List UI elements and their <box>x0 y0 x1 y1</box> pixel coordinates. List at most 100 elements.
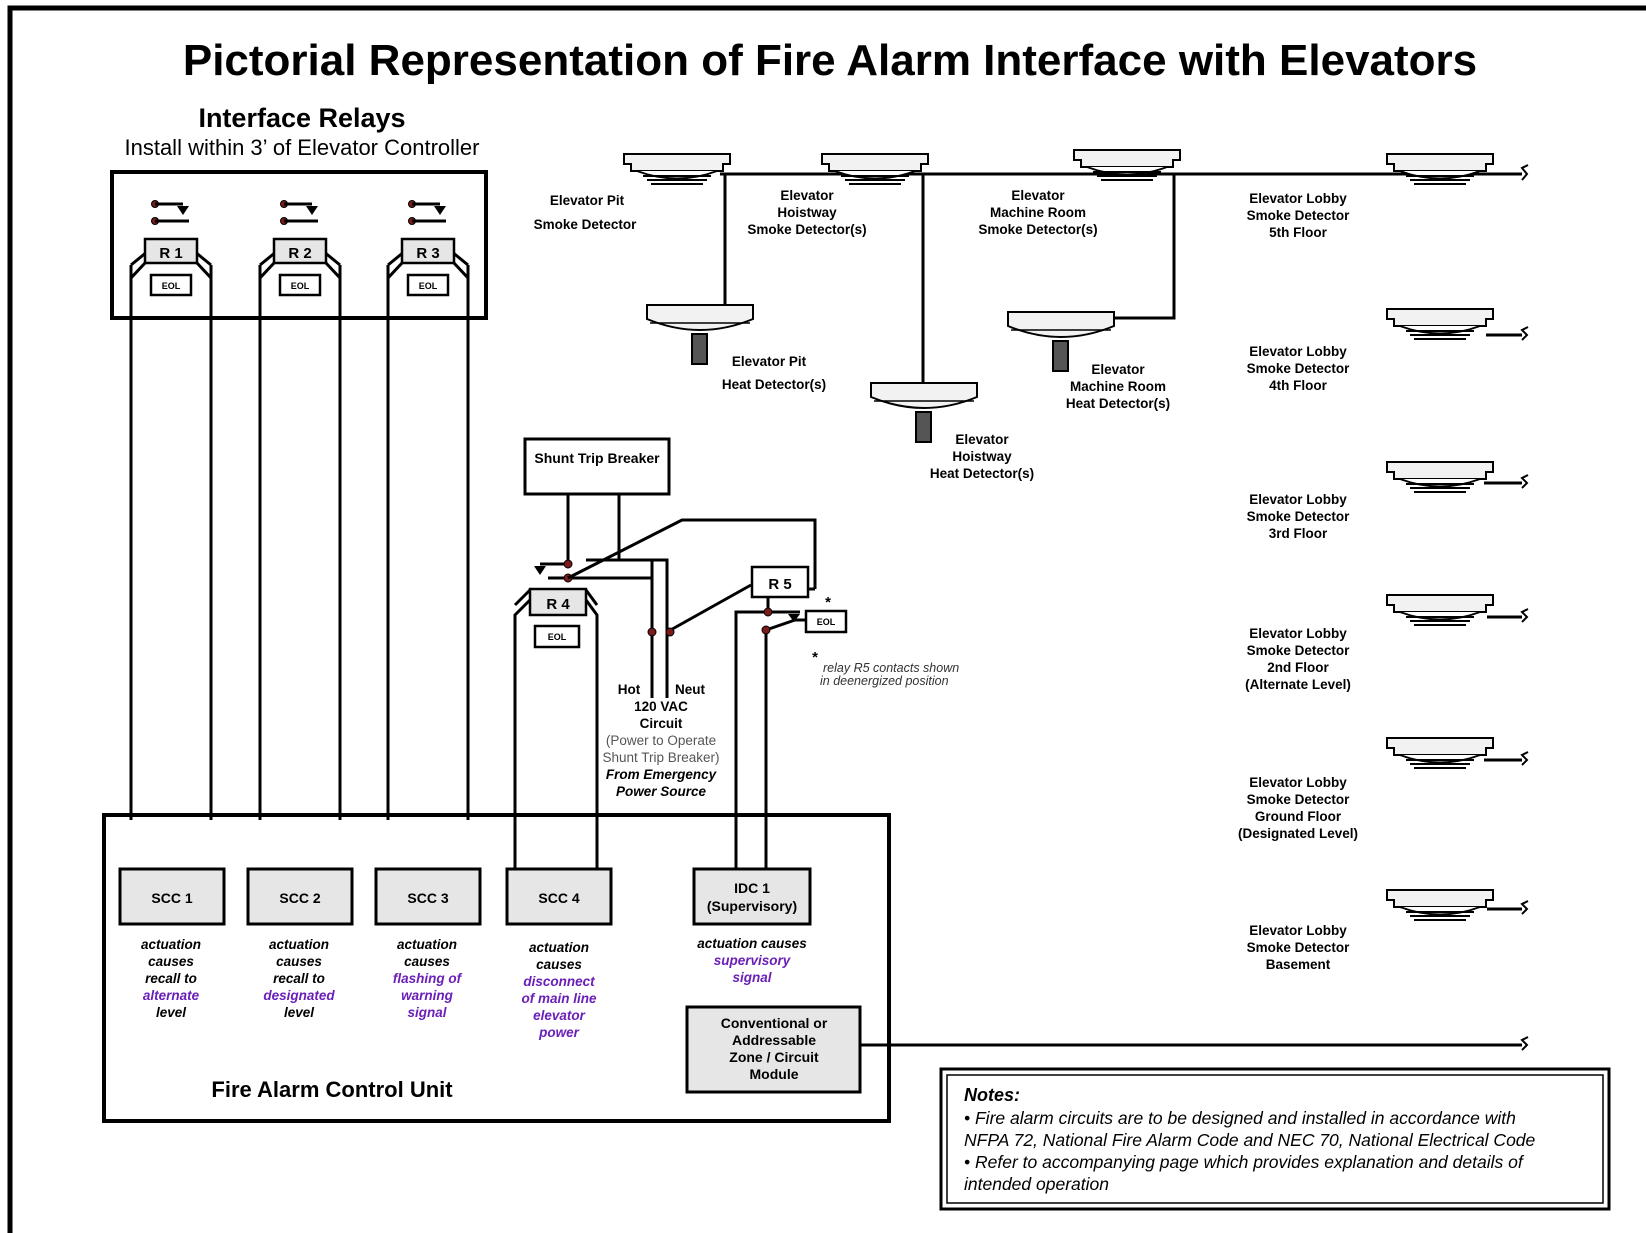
label-line: Elevator Lobby <box>1249 626 1347 641</box>
eol-label: EOL <box>291 281 310 291</box>
scc1-circuit: SCC 1 <box>118 867 226 926</box>
lobby-ground-label: Elevator Lobby Smoke Detector Ground Flo… <box>1238 775 1358 841</box>
label-line: Elevator Lobby <box>1249 191 1347 206</box>
caption-line: disconnect <box>523 974 595 989</box>
power-circuit-wiring <box>586 558 752 634</box>
r5-contact <box>761 625 771 635</box>
r5-label: R 5 <box>768 576 791 593</box>
power-line: Circuit <box>640 716 683 731</box>
label-line: Smoke Detector <box>1247 361 1351 376</box>
caption-line: elevator <box>533 1008 586 1023</box>
label-line: Smoke Detector(s) <box>978 222 1097 237</box>
scc2-circuit: SCC 2 <box>246 867 354 926</box>
caption-line: of main line <box>521 991 597 1006</box>
notes-heading: Notes: <box>964 1085 1020 1105</box>
relay-label: R 1 <box>159 245 182 262</box>
relay-contact <box>434 206 446 215</box>
eol-box <box>149 273 193 297</box>
facu-label: Fire Alarm Control Unit <box>211 1077 453 1102</box>
r5-note-line: in deenergized position <box>820 674 949 688</box>
relay-box <box>400 237 456 265</box>
eol-box <box>278 273 322 297</box>
r4-wire <box>513 588 599 870</box>
caption-line: designated <box>263 988 335 1003</box>
label-line: Smoke Detector <box>1247 643 1351 658</box>
notes-inner <box>946 1074 1604 1204</box>
label-line: Machine Room <box>990 205 1086 220</box>
power-hot: Hot <box>618 682 641 697</box>
smoke-detector-dome <box>1399 325 1481 335</box>
machine-smoke-label: Elevator Machine Room Smoke Detector(s) <box>978 188 1097 237</box>
smoke-detector-dome <box>1399 906 1481 916</box>
lobby-basement-label: Elevator Lobby Smoke Detector Basement <box>1247 923 1351 972</box>
diagram-title: Pictorial Representation of Fire Alarm I… <box>183 36 1477 85</box>
idc1-sublabel: (Supervisory) <box>707 898 797 914</box>
label-line: Smoke Detector <box>1247 940 1351 955</box>
scc1-label: SCC 1 <box>151 890 192 906</box>
smoke-detectors <box>623 149 1494 921</box>
smoke-detector-body <box>1386 153 1494 172</box>
zone-module: Conventional or Addressable Zone / Circu… <box>685 1005 862 1094</box>
caption-line: causes <box>276 954 322 969</box>
heat-detector-element <box>1052 340 1069 372</box>
notes-panel: Notes: • Fire alarm circuits are to be d… <box>939 1067 1611 1211</box>
relay-wire <box>258 245 342 820</box>
caption-line: level <box>284 1005 314 1020</box>
smoke-detector-dome <box>834 170 916 180</box>
label-line: Ground Floor <box>1255 809 1342 824</box>
lobby-stubs <box>860 333 1522 1047</box>
scc3-circuit: SCC 3 <box>374 867 482 926</box>
r5-note-asterisk: * <box>812 649 818 666</box>
label-line: 5th Floor <box>1269 225 1327 240</box>
r5-wiring <box>734 587 815 870</box>
smoke-detector-dome <box>1399 611 1481 621</box>
smoke-detector-body <box>1386 594 1494 613</box>
eol-label: EOL <box>162 281 181 291</box>
power-circuit-wiring <box>567 518 817 589</box>
module-line: Zone / Circuit <box>729 1049 819 1065</box>
idc1-label: IDC 1 <box>734 880 770 896</box>
caption-line: recall to <box>145 971 197 986</box>
label-line: Elevator <box>955 432 1009 447</box>
notes-line: intended operation <box>964 1174 1109 1194</box>
lobby-3rd-label: Elevator Lobby Smoke Detector 3rd Floor <box>1247 492 1351 541</box>
smoke-detector-dome <box>1399 170 1481 180</box>
relay-box <box>272 237 328 265</box>
r5-contact <box>763 607 773 617</box>
label-line: Elevator Lobby <box>1249 344 1347 359</box>
lobby-smoke-detector-0 <box>1386 153 1494 185</box>
smoke-detector-dome <box>1399 754 1481 764</box>
pit-smoke-detector <box>623 153 731 185</box>
relay-r3: R 3 EOL <box>386 200 470 820</box>
relay-box <box>143 237 199 265</box>
scc4-box <box>505 867 613 926</box>
power-neut: Neut <box>675 682 706 697</box>
label-line: Heat Detector(s) <box>722 377 826 392</box>
idc1-caption: actuation causes supervisory signal <box>697 936 807 985</box>
caption-line: actuation <box>269 937 329 952</box>
label-line: Elevator Lobby <box>1249 775 1347 790</box>
label-line: Elevator Lobby <box>1249 923 1347 938</box>
label-line: 3rd Floor <box>1269 526 1328 541</box>
lobby-2nd-label: Elevator Lobby Smoke Detector 2nd Floor … <box>1245 626 1351 692</box>
r5-contact-arrow <box>788 614 800 622</box>
notes-line: • Refer to accompanying page which provi… <box>964 1152 1525 1172</box>
machine-room-smoke-detector <box>1073 149 1181 181</box>
relay-r1: R 1 EOL <box>129 200 213 820</box>
scc1-box <box>118 867 226 926</box>
relay-label: R 3 <box>416 245 439 262</box>
scc2-caption: actuation causes recall to designated le… <box>263 937 335 1020</box>
r4-box <box>528 587 588 617</box>
module-line: Module <box>750 1066 799 1082</box>
pit-heat-label: Elevator Pit Heat Detector(s) <box>722 354 826 392</box>
shunt-trip-box <box>523 437 671 496</box>
scc2-label: SCC 2 <box>279 890 320 906</box>
label-line: Smoke Detector <box>1247 792 1351 807</box>
idc1-circuit: IDC 1 (Supervisory) <box>692 867 812 926</box>
scc4-circuit: SCC 4 <box>505 867 613 926</box>
detector-bus <box>720 172 1522 385</box>
r5-eol-label: EOL <box>817 617 836 627</box>
eol-box <box>406 273 450 297</box>
scc3-label: SCC 3 <box>407 890 448 906</box>
